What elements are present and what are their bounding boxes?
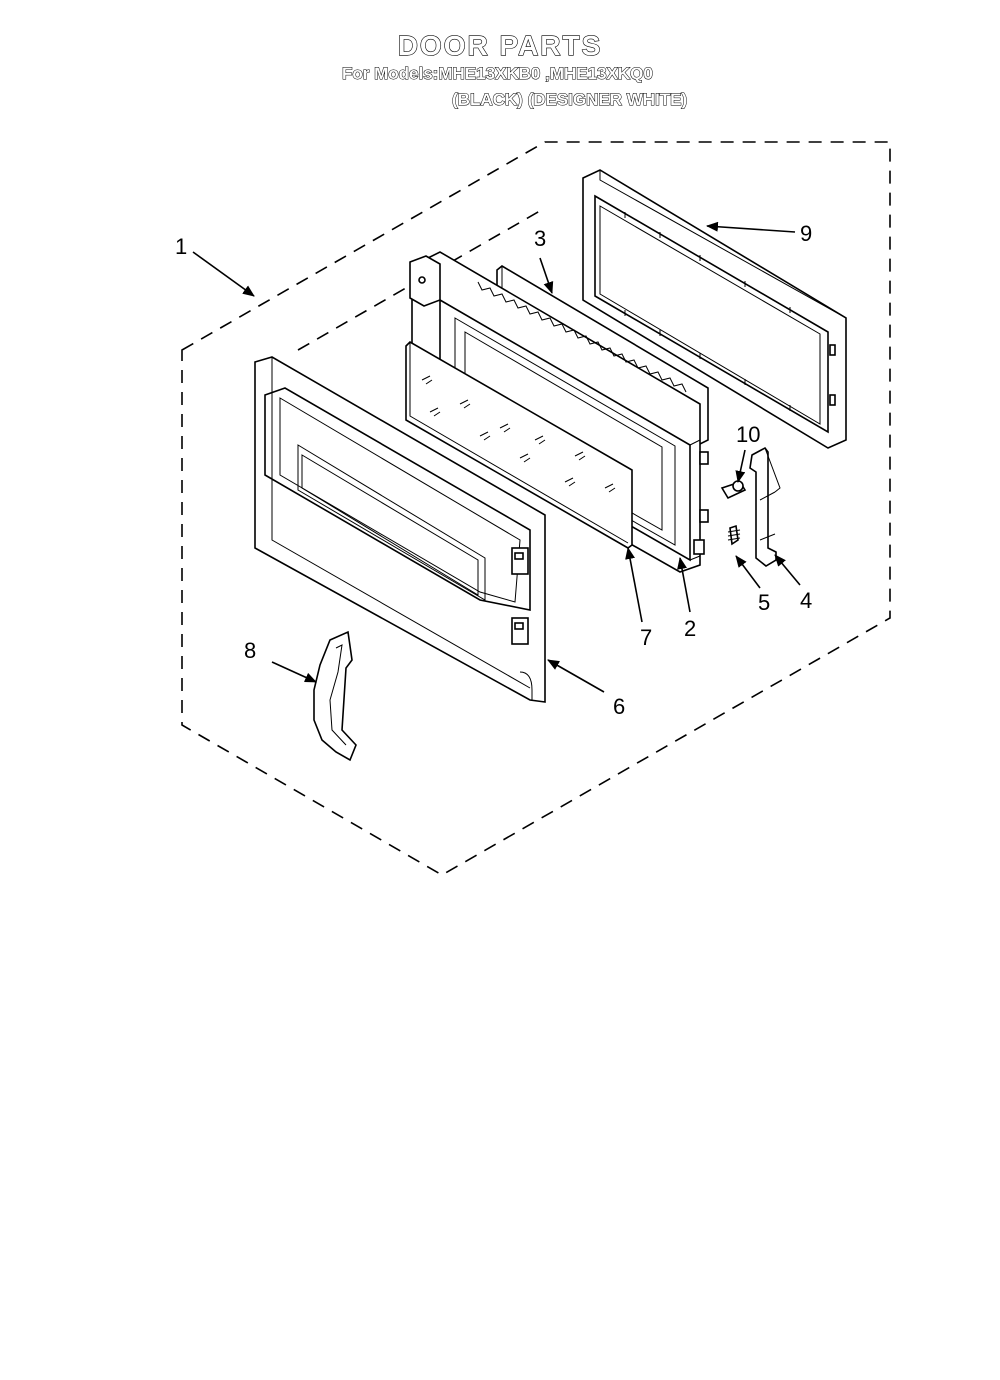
leader-arrow-7 — [625, 547, 643, 623]
part-4-latch-plate — [749, 446, 781, 567]
leader-arrow-5 — [735, 555, 761, 589]
leader-arrow-8 — [271, 661, 317, 683]
variants-line: (BLACK) (DESIGNER WHITE) — [452, 90, 688, 110]
leader-arrow-10 — [735, 449, 746, 483]
leader-arrow-3 — [539, 257, 554, 294]
callout-8: 8 — [244, 638, 256, 663]
leader-arrow-1 — [192, 251, 255, 297]
models-prefix: For Models: — [341, 64, 439, 84]
variant-designer-white: (DESIGNER WHITE) — [527, 90, 688, 110]
assembly-boundary-outline — [181, 141, 891, 876]
callout-1: 1 — [175, 234, 187, 259]
leader-arrow-2 — [677, 557, 691, 613]
part-10-screw — [720, 480, 747, 500]
models-line: For Models:MHE13XKB0 ,MHE13XKQ0 — [341, 64, 653, 84]
part-6-outer-door-panel — [254, 356, 546, 703]
callout-6: 6 — [613, 694, 625, 719]
callout-9: 9 — [800, 221, 812, 246]
callout-10: 10 — [736, 422, 760, 447]
callout-7: 7 — [640, 625, 652, 650]
variant-black: (BLACK) — [452, 90, 524, 110]
callout-4: 4 — [800, 588, 812, 613]
leader-arrow-4 — [774, 554, 801, 586]
callout-3: 3 — [534, 226, 546, 251]
part-9-door-frame — [582, 169, 847, 449]
leader-arrow-9 — [706, 221, 796, 233]
page-title: DOOR PARTS — [397, 29, 603, 61]
part-5-spring-clip — [727, 524, 741, 546]
model-number-2: MHE13XKQ0 — [549, 64, 653, 84]
model-separator: , — [540, 64, 551, 84]
leader-arrow-6 — [547, 659, 605, 693]
model-number-1: MHE13XKB0 — [438, 64, 541, 84]
part-7-glass-panel — [405, 341, 633, 549]
callout-2: 2 — [684, 616, 696, 641]
part-8-door-handle — [313, 630, 357, 762]
callout-5: 5 — [758, 590, 770, 615]
